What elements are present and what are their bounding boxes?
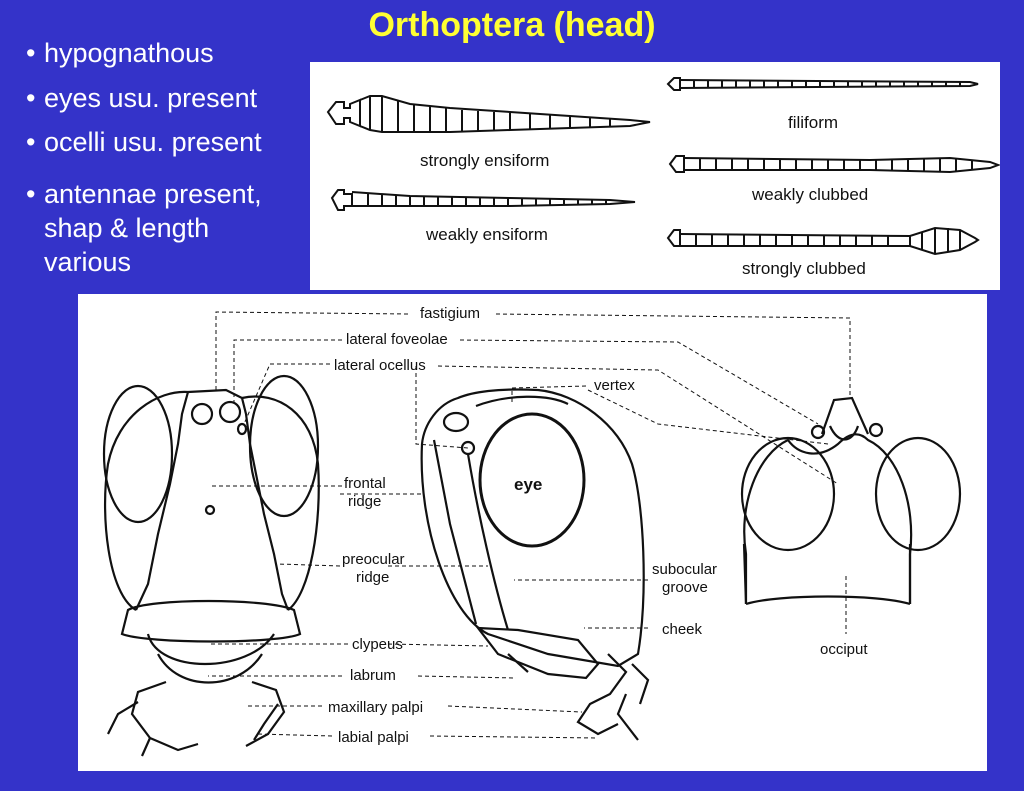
label-labrum: labrum [350, 667, 396, 684]
label-preocular: preocular [342, 551, 405, 568]
label-strongly-ensiform: strongly ensiform [420, 151, 549, 170]
strongly-ensiform-drawing [326, 95, 651, 133]
label-labial-palpi: labial palpi [338, 729, 409, 746]
weakly-clubbed-drawing [668, 155, 1000, 174]
label-weakly-ensiform: weakly ensiform [425, 225, 548, 244]
weakly-ensiform-drawing [330, 189, 636, 211]
label-clypeus: clypeus [352, 636, 403, 653]
label-maxillary-palpi: maxillary palpi [328, 699, 423, 716]
label-cheek: cheek [662, 621, 703, 638]
label-preocular-ridge: ridge [356, 569, 389, 586]
label-fastigium: fastigium [420, 305, 480, 322]
head-anatomy-figure: fastigium lateral foveolae lateral ocell… [78, 294, 987, 771]
bullet-antennae: antennae present, shap & length various [26, 177, 262, 279]
bullet-antennae-line2: shap & length [44, 213, 210, 243]
label-groove: groove [662, 579, 708, 596]
label-frontal: frontal [344, 475, 386, 492]
strongly-clubbed-drawing [666, 226, 980, 256]
head-front-view [102, 374, 320, 757]
head-top-view [740, 396, 962, 606]
label-lateral-ocellus: lateral ocellus [334, 357, 426, 374]
slide-title: Orthoptera (head) [368, 6, 656, 44]
bullet-antennae-line1: antennae present, [44, 179, 262, 209]
leader-lines [208, 311, 851, 739]
label-vertex: vertex [594, 377, 635, 394]
head-side-view [420, 388, 650, 741]
filiform-drawing [666, 77, 979, 91]
bullet-ocelli: ocelli usu. present [26, 125, 262, 159]
label-lateral-foveolae: lateral foveolae [346, 331, 448, 348]
label-strongly-clubbed: strongly clubbed [742, 259, 866, 278]
label-subocular: subocular [652, 561, 717, 578]
bullet-hypognathous: hypognathous [26, 36, 214, 70]
label-frontal-ridge: ridge [348, 493, 381, 510]
label-occiput: occiput [820, 641, 868, 658]
label-eye: eye [514, 475, 542, 494]
label-filiform: filiform [788, 113, 838, 132]
antennae-types-figure: strongly ensiform weakly ensiform filifo… [310, 62, 1000, 290]
bullet-eyes: eyes usu. present [26, 81, 257, 115]
bullet-antennae-line3: various [44, 247, 132, 277]
label-weakly-clubbed: weakly clubbed [751, 185, 868, 204]
